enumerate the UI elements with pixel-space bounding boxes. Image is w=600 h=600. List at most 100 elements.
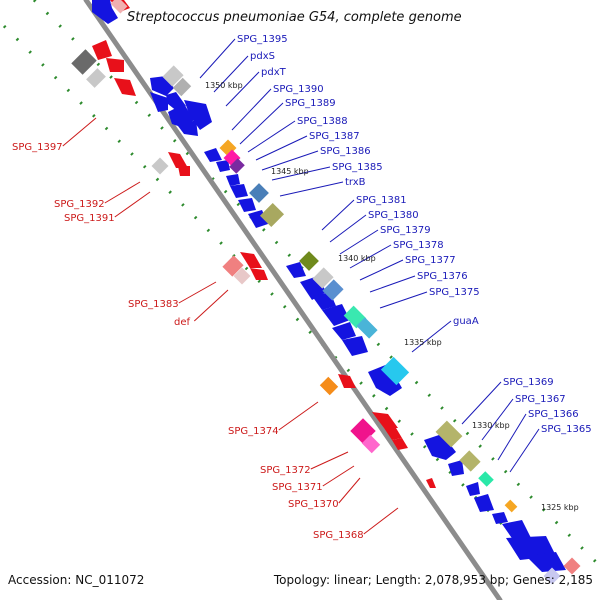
leader-line <box>379 291 428 309</box>
scale-label: 1350 kbp <box>205 81 243 90</box>
leader-line <box>411 320 452 353</box>
leader-line <box>481 398 514 441</box>
label-leader-lines <box>62 38 540 535</box>
scale-label: 1330 kbp <box>472 421 510 430</box>
gene-label-spg_1374: SPG_1374 <box>228 426 279 437</box>
gene-label-spg_1381: SPG_1381 <box>356 195 407 206</box>
gene-label-spg_1377: SPG_1377 <box>405 255 456 266</box>
gene-arrow <box>238 198 256 212</box>
leader-line <box>349 244 392 269</box>
gene-arrow <box>178 120 198 136</box>
leader-line <box>225 71 260 107</box>
gene-label-spg_1388: SPG_1388 <box>297 116 348 127</box>
gene-block <box>504 499 518 513</box>
gene-block <box>563 557 581 575</box>
gene-arrow <box>332 322 356 340</box>
gene-block <box>259 202 285 228</box>
gene-arrow <box>106 58 124 72</box>
gene-block <box>86 68 106 88</box>
leader-line <box>497 413 527 461</box>
gene-label-spg_1371: SPG_1371 <box>272 482 323 493</box>
tick-dots <box>2 0 600 584</box>
gene-arrow <box>492 512 508 524</box>
topology-text: Topology: linear; Length: 2,078,953 bp; … <box>273 573 593 587</box>
gene-label-spg_1368: SPG_1368 <box>313 530 364 541</box>
gene-arrow <box>426 478 436 488</box>
leader-line <box>231 88 272 131</box>
leader-line <box>339 229 379 255</box>
gene-label-spg_1367: SPG_1367 <box>515 394 566 405</box>
gene-block <box>172 77 192 97</box>
gene-label-spg_1383: SPG_1383 <box>128 299 179 310</box>
gene-arrow <box>474 494 494 512</box>
gene-block <box>356 317 378 339</box>
gene-label-spg_1365: SPG_1365 <box>541 424 592 435</box>
gene-arrow <box>92 0 118 24</box>
leader-line <box>62 117 97 147</box>
gene-arrow <box>92 40 112 60</box>
scale-label: 1340 kbp <box>338 254 376 263</box>
gene-label-spg_1369: SPG_1369 <box>503 377 554 388</box>
gene-label-trxb: trxB <box>345 177 366 188</box>
gene-label-guaa: guaA <box>453 316 479 327</box>
gene-arrow <box>184 100 212 130</box>
gene-arrow <box>204 148 222 162</box>
gene-block <box>222 255 244 277</box>
gene-arrow <box>368 364 402 396</box>
leader-line <box>114 191 151 218</box>
leader-line <box>199 38 236 79</box>
gene-block <box>319 376 339 396</box>
gene-block <box>299 251 319 271</box>
leader-line <box>279 181 344 197</box>
gene-arrow <box>168 104 194 128</box>
leader-line <box>193 289 229 322</box>
gene-label-spg_1385: SPG_1385 <box>332 162 383 173</box>
gene-label-spg_1366: SPG_1366 <box>528 409 579 420</box>
forward-gene-labels: SPG_1395pdxSpdxTSPG_1390SPG_1389SPG_1388… <box>237 34 592 435</box>
gene-label-pdxt: pdxT <box>261 67 287 78</box>
gene-block <box>543 567 561 585</box>
leader-line <box>255 135 308 161</box>
gene-label-spg_1391: SPG_1391 <box>64 213 115 224</box>
gene-label-spg_1375: SPG_1375 <box>429 287 480 298</box>
gene-label-spg_1376: SPG_1376 <box>417 271 468 282</box>
leader-line <box>310 451 349 470</box>
gene-label-spg_1397: SPG_1397 <box>12 142 63 153</box>
gene-arrow <box>338 374 356 388</box>
gene-block <box>151 157 169 175</box>
gene-arrow <box>384 428 402 440</box>
gene-label-spg_1378: SPG_1378 <box>393 240 444 251</box>
gene-block <box>435 420 463 448</box>
scale-label: 1325 kbp <box>541 503 579 512</box>
gene-block <box>380 356 410 386</box>
leader-line <box>338 477 361 504</box>
leader-line <box>271 166 331 181</box>
gene-arrow <box>526 552 566 572</box>
leader-line <box>104 181 141 204</box>
gene-label-pdxs: pdxS <box>250 51 275 62</box>
scale-label: 1345 kbp <box>271 167 309 176</box>
reverse-genes <box>71 0 581 575</box>
gene-arrow <box>392 438 408 450</box>
leader-line <box>261 150 319 171</box>
accession-text: Accession: NC_011072 <box>8 573 145 587</box>
gene-block <box>322 279 344 301</box>
leader-line <box>329 214 367 243</box>
gene-block <box>162 65 184 87</box>
gene-block <box>229 158 245 174</box>
gene-label-def: def <box>174 317 191 328</box>
gene-arrow <box>240 252 262 268</box>
leader-line <box>213 55 249 93</box>
gene-arrow <box>372 412 398 428</box>
leader-line <box>321 199 355 231</box>
gene-arrow <box>286 262 306 278</box>
gene-label-spg_1380: SPG_1380 <box>368 210 419 221</box>
leader-line <box>278 401 319 431</box>
gene-label-spg_1387: SPG_1387 <box>309 131 360 142</box>
gene-label-spg_1379: SPG_1379 <box>380 225 431 236</box>
leader-line <box>239 102 284 145</box>
gene-arrow <box>226 174 240 186</box>
gene-block <box>361 434 381 454</box>
leader-line <box>322 465 355 487</box>
